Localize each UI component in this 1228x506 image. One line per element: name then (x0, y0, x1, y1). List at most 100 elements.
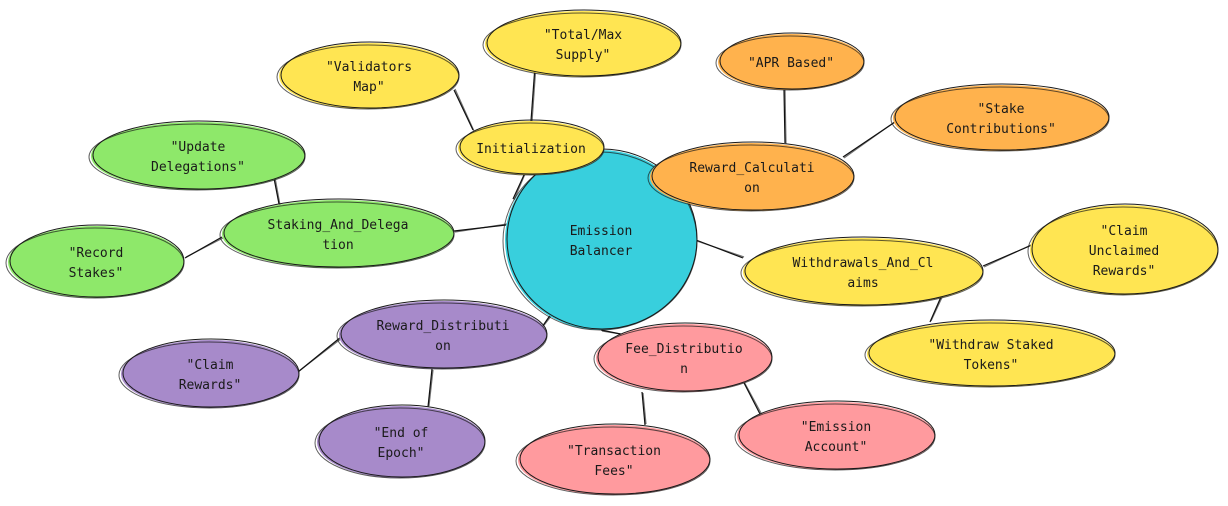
node-label: Fees" (594, 464, 633, 479)
node-label: "Claim (187, 358, 234, 373)
node-initialization: Initialization (455, 119, 605, 176)
node-label: Delegations" (151, 160, 245, 175)
node-label: "Emission (801, 420, 871, 435)
node-label: "End of (374, 426, 429, 441)
connector-line-sketch (454, 223, 508, 233)
node-label: Epoch" (378, 446, 425, 461)
node-label: Contributions" (946, 122, 1056, 137)
node-label: Staking_And_Delega (268, 218, 409, 233)
connector-line-sketch (513, 173, 526, 201)
node-shape (650, 143, 854, 211)
node-outline-sketch (515, 426, 711, 496)
node-label: on (744, 181, 760, 196)
connector-line-sketch (531, 64, 537, 123)
node-label: Unclaimed (1089, 244, 1159, 259)
node-outline-sketch (118, 341, 300, 409)
node-outline-sketch (276, 44, 460, 110)
node-shape (121, 340, 299, 408)
node-shape (743, 238, 983, 306)
node-label: "APR Based" (748, 56, 834, 71)
node-shape (737, 402, 935, 470)
connector-line (783, 89, 786, 144)
node-outline-sketch (890, 86, 1110, 152)
node-outline-sketch (647, 144, 855, 212)
connector-line-sketch (983, 243, 1034, 268)
node-label: Rewards" (179, 378, 242, 393)
node-label: "Validators (326, 60, 412, 75)
connector-line (530, 65, 536, 122)
node-shape (91, 122, 305, 190)
node-outline-sketch (314, 407, 486, 479)
node-label: Tokens" (964, 358, 1019, 373)
node-label: tion (322, 238, 353, 253)
node-label: Initialization (476, 142, 586, 157)
connector-line-sketch (298, 337, 343, 372)
node-label: Supply" (556, 48, 611, 63)
node-shape (718, 34, 864, 90)
connector-line-sketch (784, 88, 787, 145)
node-shape (596, 324, 772, 392)
node-outline-sketch (219, 201, 455, 269)
node-shape (893, 85, 1109, 151)
connector-line-sketch (696, 240, 745, 258)
node-shape (279, 43, 459, 109)
node-outline-sketch (336, 302, 548, 370)
node-outline-sketch (482, 12, 682, 78)
node-label: Fee_Distributio (625, 342, 742, 357)
node-outline-sketch (715, 35, 865, 91)
node-shape (867, 321, 1115, 387)
node-label: "Total/Max (544, 28, 622, 43)
node-label: "Transaction (567, 444, 661, 459)
node-label: Map" (353, 80, 384, 95)
node-label: "Withdraw Staked (928, 338, 1053, 353)
node-label: "Update (171, 140, 226, 155)
node-shape (339, 301, 547, 369)
node-label: "Record (69, 246, 124, 261)
node-outline-sketch (5, 227, 185, 299)
node-shape (505, 150, 697, 330)
node-shape (8, 226, 184, 298)
node-end-of-epoch: "End of Epoch" (314, 404, 486, 479)
connector-line-sketch (741, 377, 762, 414)
node-label: Stakes" (69, 266, 124, 281)
node-outline-sketch (734, 403, 936, 471)
connector-line-sketch (454, 88, 475, 132)
node-outline-sketch (455, 122, 605, 176)
node-shape (317, 406, 485, 478)
node-shape (485, 11, 681, 77)
node-shape (222, 200, 454, 268)
node-label: aims (847, 276, 878, 291)
node-outline-sketch (593, 325, 773, 393)
connector-line (453, 89, 474, 131)
node-outline-sketch (88, 123, 306, 191)
node-shape (1030, 205, 1218, 295)
connector-line (641, 391, 646, 426)
node-label: on (435, 339, 451, 354)
node-label: "Claim (1101, 224, 1148, 239)
connector-line-sketch (428, 369, 434, 407)
node-label: Account" (805, 440, 868, 455)
node-outline-sketch (740, 239, 984, 307)
node-label: Rewards" (1093, 264, 1156, 279)
node-staking-and-delegation: Staking_And_Delegation (219, 198, 455, 269)
node-outline-sketch (1027, 206, 1219, 296)
node-label: Emission (570, 224, 633, 239)
connector-line-sketch (642, 392, 647, 425)
node-shape (458, 121, 604, 175)
node-label: Withdrawals_And_Cl (793, 256, 934, 271)
